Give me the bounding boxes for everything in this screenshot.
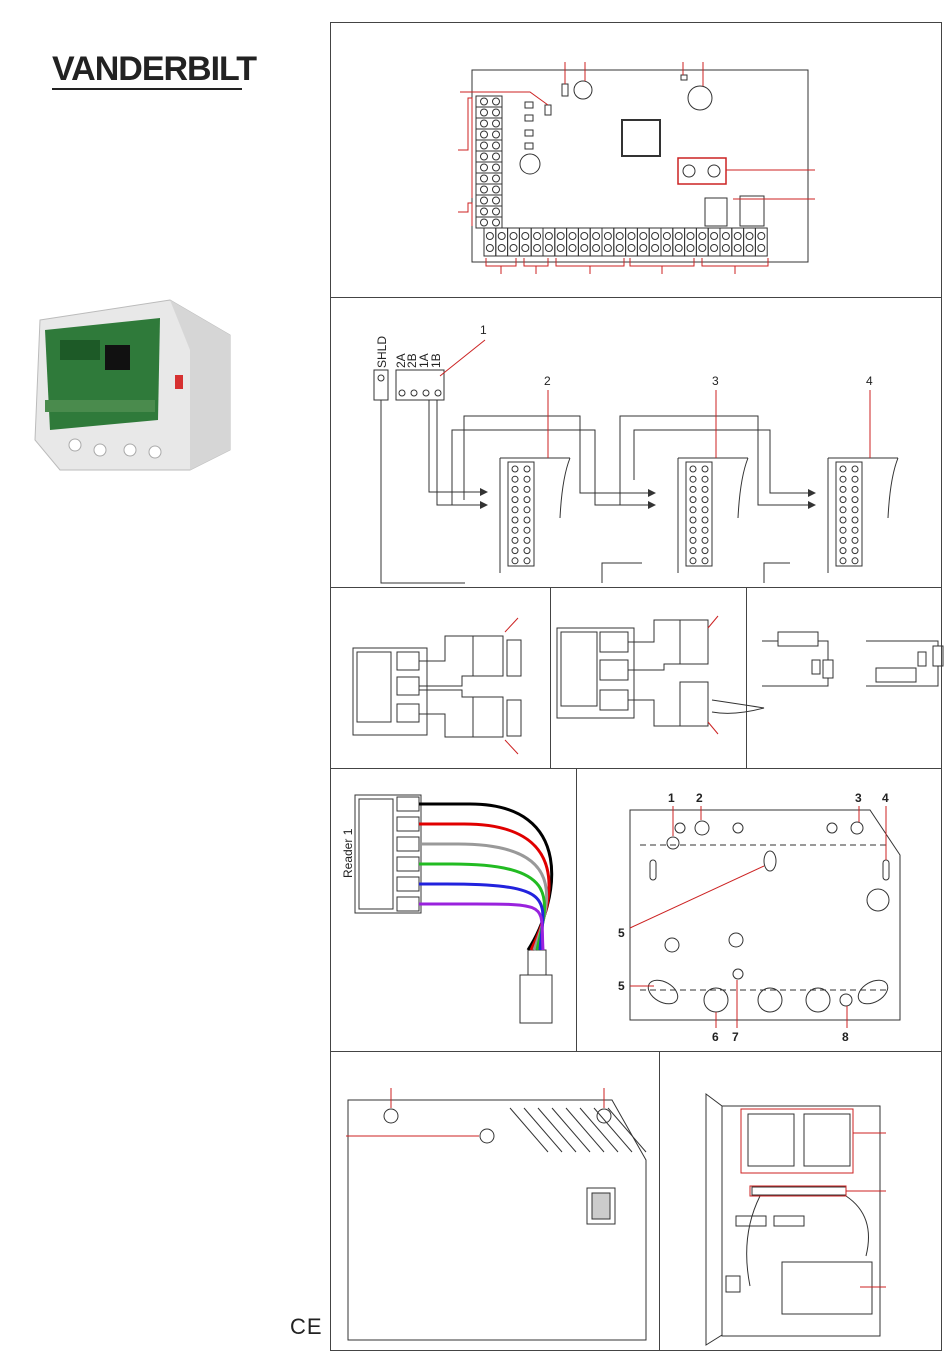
panel-reader-wiring — [330, 768, 577, 1052]
panel-pushbutton-inputs — [550, 587, 747, 769]
panel-cover — [330, 1051, 660, 1351]
ce-mark: CE — [290, 1314, 323, 1340]
panel-board-layout — [330, 22, 942, 298]
panel-housing-mounting — [576, 768, 942, 1052]
panel-psu-enclosure — [659, 1051, 942, 1351]
panel-resistor-wiring — [746, 587, 942, 769]
logo-underline — [52, 88, 242, 90]
panel-tamper-inputs — [330, 587, 551, 769]
vanderbilt-logo: VANDERBILT — [52, 50, 256, 89]
panel-bus-wiring — [330, 297, 942, 588]
